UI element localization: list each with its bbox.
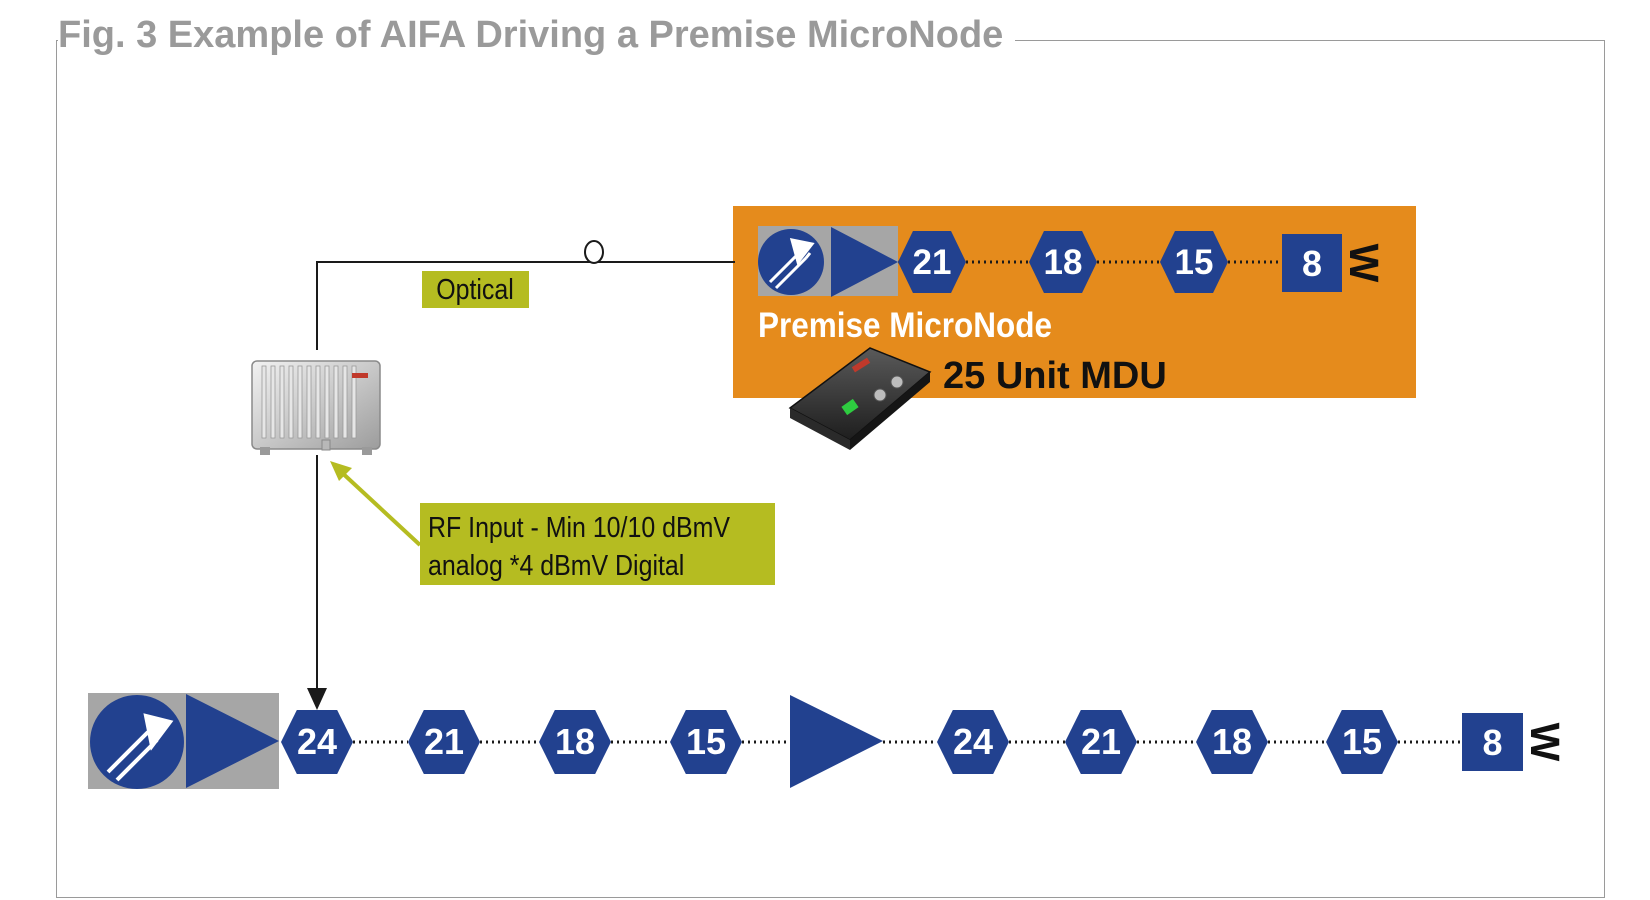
premise-micronode-label: Premise MicroNode <box>758 307 1052 346</box>
bottom-tap-b1-label: 21 <box>1081 721 1121 762</box>
bottom-terminal-box <box>1462 713 1523 771</box>
top-terminal-box <box>1282 234 1342 292</box>
bottom-tap-a2-label: 18 <box>555 721 595 762</box>
bottom-tap-a0-hexagon <box>281 710 353 774</box>
bottom-tap-b0-label: 24 <box>953 721 993 762</box>
amplifier-fin <box>351 365 357 439</box>
bottom-tap-a3-hexagon <box>670 710 742 774</box>
top-tap-0-label: 21 <box>913 243 952 282</box>
amplifier-fin <box>315 365 321 439</box>
bottom-tap-b2-hexagon <box>1196 710 1268 774</box>
fiber-loop-symbol <box>584 240 604 264</box>
rf-input-label-box <box>420 503 775 585</box>
rf-input-label-line1: RF Input - Min 10/10 dBmV <box>428 511 730 543</box>
bottom-tap-a2-hexagon <box>539 710 611 774</box>
top-tap-0-hexagon <box>898 231 966 293</box>
bottom-node-icon <box>90 695 184 789</box>
bottom-tap-b3-hexagon <box>1326 710 1398 774</box>
bottom-tap-b0-hexagon <box>937 710 1009 774</box>
bottom-tap-b3-label: 15 <box>1342 721 1382 762</box>
amplifier-fin <box>333 365 339 439</box>
line-extender-amplifier <box>790 695 883 788</box>
figure-title: Fig. 3 Example of AIFA Driving a Premise… <box>58 14 1016 57</box>
rf-input-label-line2: analog *4 dBmV Digital <box>428 549 684 581</box>
top-node-icon <box>758 229 824 295</box>
bottom-tap-b1-hexagon <box>1065 710 1137 774</box>
rf-callout-arrowhead <box>330 461 352 481</box>
top-tap-2-hexagon <box>1160 231 1228 293</box>
rf-callout-arrow-line <box>336 467 422 547</box>
aifa-amplifier-image <box>251 360 381 455</box>
top-terminal-label: 8 <box>1302 243 1322 284</box>
top-amplifier-triangle <box>831 227 898 297</box>
amplifier-fin <box>270 365 276 439</box>
amplifier-fin <box>342 365 348 439</box>
top-terminal-end-symbol: W <box>1341 244 1387 283</box>
amplifier-fin <box>261 365 267 439</box>
rf-feed-arrowhead <box>307 688 327 710</box>
optical-label-box <box>422 271 529 308</box>
top-tap-1-label: 18 <box>1044 243 1083 282</box>
bottom-tap-a1-label: 21 <box>424 721 464 762</box>
amplifier-fin <box>324 365 330 439</box>
micronode-device-image <box>788 347 932 450</box>
amplifier-fin <box>306 365 312 439</box>
bottom-tap-a0-label: 24 <box>297 721 337 762</box>
bottom-terminal-label: 8 <box>1482 722 1502 763</box>
bottom-tap-b2-label: 18 <box>1212 721 1252 762</box>
bottom-amplifier-triangle <box>186 694 279 788</box>
top-tap-1-hexagon <box>1029 231 1097 293</box>
optical-label: Optical <box>436 273 514 305</box>
mdu-label: 25 Unit MDU <box>943 355 1167 397</box>
bottom-terminal-end-symbol: W <box>1522 723 1568 762</box>
amplifier-fin <box>297 365 303 439</box>
top-tap-2-label: 15 <box>1175 243 1214 282</box>
amplifier-fin <box>288 365 294 439</box>
amplifier-fin <box>279 365 285 439</box>
bottom-tap-a1-hexagon <box>408 710 480 774</box>
bottom-tap-a3-label: 15 <box>686 721 726 762</box>
